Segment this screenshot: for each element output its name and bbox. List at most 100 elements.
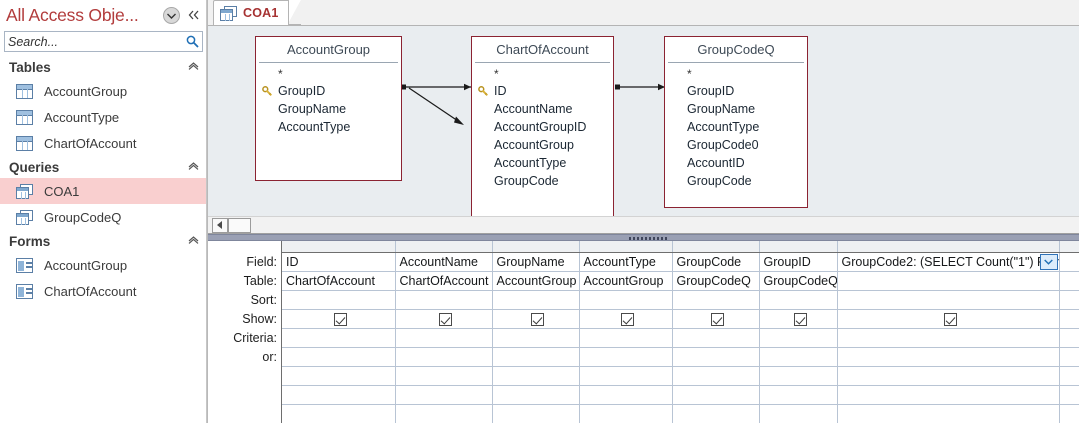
diagram-table-chartofaccount[interactable]: ChartOfAccount * ID xyxy=(471,36,614,226)
qbe-cell-empty[interactable] xyxy=(1059,385,1079,405)
qbe-cell-empty[interactable] xyxy=(837,385,1060,405)
column-selector[interactable] xyxy=(492,241,580,253)
qbe-cell-field-expression[interactable]: GroupCode2: (SELECT Count("1") From C xyxy=(837,252,1060,272)
qbe-cell-table[interactable] xyxy=(837,271,1060,291)
diagram-field-star[interactable]: * xyxy=(494,67,499,81)
qbe-cell-empty[interactable] xyxy=(395,404,493,423)
qbe-cell-sort[interactable] xyxy=(672,290,760,310)
diagram-field-star[interactable]: * xyxy=(278,67,283,81)
double-chevron-left-icon[interactable] xyxy=(185,8,203,23)
qbe-cell-field[interactable] xyxy=(1059,252,1079,272)
qbe-column-selector-row[interactable] xyxy=(282,241,1079,253)
qbe-cell-or[interactable] xyxy=(282,347,396,367)
group-header-forms[interactable]: Forms xyxy=(0,230,207,252)
sidebar-item-chartofaccount-table[interactable]: ChartOfAccount xyxy=(0,130,207,156)
diagram-field[interactable]: AccountGroup xyxy=(472,136,613,154)
qbe-cell-empty[interactable] xyxy=(837,404,1060,423)
qbe-cell-empty[interactable] xyxy=(759,385,838,405)
qbe-cell-show[interactable] xyxy=(579,309,673,329)
qbe-cell-sort[interactable] xyxy=(759,290,838,310)
triangle-left-icon[interactable] xyxy=(212,217,228,233)
diagram-field[interactable]: GroupCode xyxy=(665,172,807,190)
qbe-cell-sort[interactable] xyxy=(579,290,673,310)
column-selector[interactable] xyxy=(395,241,493,253)
qbe-cell-show[interactable] xyxy=(837,309,1060,329)
qbe-cell-sort[interactable] xyxy=(492,290,580,310)
qbe-cell-table[interactable]: GroupCodeQ xyxy=(759,271,838,291)
column-selector[interactable] xyxy=(579,241,673,253)
diagram-field[interactable]: GroupName xyxy=(256,100,401,118)
qbe-cell-criteria[interactable] xyxy=(672,328,760,348)
qbe-cell-criteria[interactable] xyxy=(759,328,838,348)
diagram-field[interactable]: GroupID xyxy=(665,82,807,100)
query-diagram-pane[interactable]: AccountGroup * GroupID xyxy=(208,26,1079,234)
diagram-table-accountgroup[interactable]: AccountGroup * GroupID xyxy=(255,36,402,181)
diagram-field[interactable]: AccountType xyxy=(665,118,807,136)
pane-splitter[interactable] xyxy=(208,234,1079,241)
qbe-cell-field[interactable]: GroupID xyxy=(759,252,838,272)
qbe-cell-or[interactable] xyxy=(759,347,838,367)
show-checkbox[interactable] xyxy=(333,312,347,326)
qbe-cell-empty[interactable] xyxy=(492,404,580,423)
qbe-cell-criteria[interactable] xyxy=(837,328,1060,348)
qbe-cell-show[interactable] xyxy=(1059,309,1079,329)
diagram-field[interactable]: AccountID xyxy=(665,154,807,172)
show-checkbox[interactable] xyxy=(793,312,807,326)
sidebar-item-accounttype-table[interactable]: AccountType xyxy=(0,104,207,130)
diagram-horizontal-scrollbar[interactable] xyxy=(208,216,1079,233)
chevron-up-icon[interactable] xyxy=(188,61,199,73)
qbe-cell-field[interactable]: GroupName xyxy=(492,252,580,272)
group-header-tables[interactable]: Tables xyxy=(0,56,207,78)
qbe-cell-empty[interactable] xyxy=(759,366,838,386)
sidebar-item-accountgroup-table[interactable]: AccountGroup xyxy=(0,78,207,104)
qbe-cell-empty[interactable] xyxy=(1059,366,1079,386)
show-checkbox[interactable] xyxy=(439,312,452,326)
diagram-field[interactable]: AccountName xyxy=(472,100,613,118)
show-checkbox[interactable] xyxy=(531,312,544,326)
qbe-cell-show[interactable] xyxy=(759,309,838,329)
qbe-cell-or[interactable] xyxy=(579,347,673,367)
qbe-cell-table[interactable]: AccountGroup xyxy=(579,271,673,291)
qbe-cell-empty[interactable] xyxy=(1059,404,1079,423)
scrollbar-thumb[interactable] xyxy=(228,217,251,233)
qbe-cell-field[interactable]: ID xyxy=(282,252,396,272)
qbe-cell-empty[interactable] xyxy=(759,404,838,423)
qbe-cell-show[interactable] xyxy=(395,309,493,329)
show-checkbox[interactable] xyxy=(711,312,724,326)
search-input[interactable] xyxy=(5,32,182,51)
qbe-cell-or[interactable] xyxy=(395,347,493,367)
diagram-field[interactable]: AccountGroupID xyxy=(472,118,613,136)
qbe-cell-empty[interactable] xyxy=(579,385,673,405)
search-box[interactable] xyxy=(4,31,203,52)
qbe-cell-table[interactable] xyxy=(1059,271,1079,291)
qbe-cell-criteria[interactable] xyxy=(1059,328,1079,348)
sidebar-item-coa1-query[interactable]: COA1 xyxy=(0,178,207,204)
qbe-cell-criteria[interactable] xyxy=(579,328,673,348)
qbe-cell-or[interactable] xyxy=(672,347,760,367)
qbe-cell-empty[interactable] xyxy=(672,366,760,386)
qbe-cell-table[interactable]: ChartOfAccount xyxy=(282,271,396,291)
column-selector[interactable] xyxy=(1059,241,1079,253)
qbe-cell-table[interactable]: ChartOfAccount xyxy=(395,271,493,291)
sidebar-item-groupcodeq-query[interactable]: GroupCodeQ xyxy=(0,204,207,230)
diagram-field[interactable]: AccountType xyxy=(472,154,613,172)
show-checkbox[interactable] xyxy=(621,312,634,326)
qbe-cell-empty[interactable] xyxy=(395,385,493,405)
qbe-cell-field[interactable]: AccountType xyxy=(579,252,673,272)
qbe-cell-empty[interactable] xyxy=(672,404,760,423)
tab-coa1[interactable]: COA1 xyxy=(213,0,289,25)
qbe-cell-table[interactable]: GroupCodeQ xyxy=(672,271,760,291)
diagram-field[interactable]: GroupName xyxy=(665,100,807,118)
qbe-cell-show[interactable] xyxy=(672,309,760,329)
qbe-cell-sort[interactable] xyxy=(282,290,396,310)
diagram-field[interactable]: GroupID xyxy=(256,82,401,100)
chevron-up-icon[interactable] xyxy=(188,161,199,173)
qbe-cell-show[interactable] xyxy=(282,309,396,329)
chevron-down-icon[interactable] xyxy=(1039,253,1058,270)
diagram-field-star[interactable]: * xyxy=(687,67,692,81)
group-header-queries[interactable]: Queries xyxy=(0,156,207,178)
qbe-cell-empty[interactable] xyxy=(492,366,580,386)
show-checkbox[interactable] xyxy=(943,312,957,326)
qbe-cell-empty[interactable] xyxy=(579,404,673,423)
qbe-cell-empty[interactable] xyxy=(672,385,760,405)
